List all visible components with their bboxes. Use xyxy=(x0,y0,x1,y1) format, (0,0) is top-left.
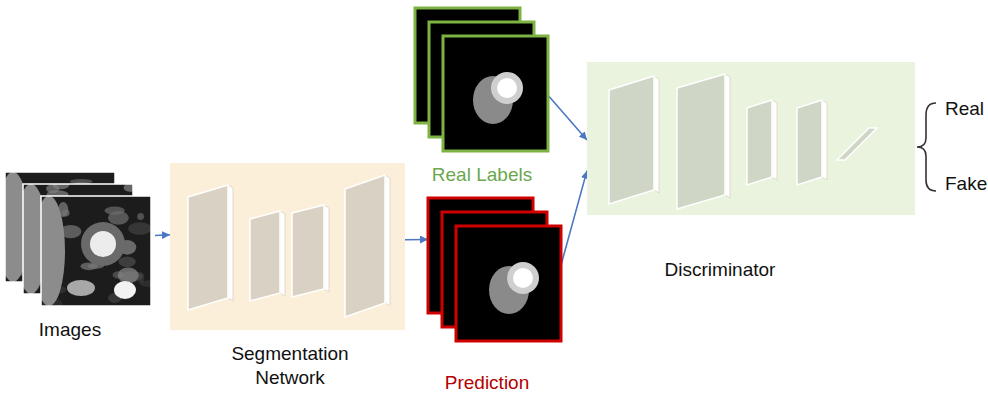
discriminator-band xyxy=(587,62,915,215)
mri-chest-wall xyxy=(41,196,65,306)
illustration xyxy=(5,172,155,307)
flow-arrow xyxy=(561,171,587,266)
mri-texture xyxy=(62,209,70,216)
mri-texture xyxy=(119,256,136,267)
mask-left-ventricle xyxy=(497,78,517,98)
mri-texture xyxy=(137,213,144,220)
network-layer xyxy=(677,74,725,209)
network-band xyxy=(170,163,405,330)
prediction-stack: Prediction xyxy=(428,198,561,395)
shape xyxy=(428,198,561,341)
mri-texture xyxy=(118,267,139,283)
label-stack: Real Labels xyxy=(415,8,548,187)
mri-texture xyxy=(46,184,59,193)
mask-frame xyxy=(443,36,548,151)
node-label: Images xyxy=(15,318,125,342)
mri-texture xyxy=(124,184,133,192)
flow-arrow xyxy=(548,95,587,140)
frame-border xyxy=(41,196,151,306)
node-label: Prediction xyxy=(412,371,562,395)
network-layer xyxy=(188,185,228,310)
network-block: Segmentation Network xyxy=(170,163,405,390)
mask-myocardium xyxy=(507,262,539,294)
mri-frame xyxy=(41,196,151,306)
node-label: Discriminator xyxy=(630,258,810,282)
mri-ventricle xyxy=(90,231,116,257)
mask-left-ventricle xyxy=(513,268,533,288)
network-layer xyxy=(292,205,324,297)
mri-texture xyxy=(140,280,151,287)
node-label: Segmentation Network xyxy=(215,342,365,390)
network-layer xyxy=(747,100,772,185)
network-layer xyxy=(345,175,385,317)
node-label: Real Labels xyxy=(407,163,557,187)
network-layer xyxy=(797,100,822,185)
output-bracket xyxy=(917,103,936,191)
illustration xyxy=(428,198,561,341)
output-label: Real xyxy=(945,97,984,121)
mri-texture xyxy=(105,207,125,215)
network-block: Discriminator xyxy=(587,62,915,282)
shape xyxy=(5,172,155,307)
image-stack: Images xyxy=(5,172,155,342)
flow-arrow xyxy=(155,234,170,236)
illustration xyxy=(587,62,915,215)
shape xyxy=(170,163,405,330)
flow-arrow xyxy=(405,239,428,241)
mri-tissue xyxy=(67,280,95,296)
shape xyxy=(587,62,915,215)
mri-aorta xyxy=(114,281,136,299)
mask-frame xyxy=(456,226,561,341)
illustration xyxy=(170,163,405,330)
mri-myocardium xyxy=(81,222,125,266)
mask-myocardium xyxy=(491,72,523,104)
network-layer xyxy=(609,76,654,204)
output-label: Fake xyxy=(945,172,987,196)
illustration xyxy=(415,8,548,151)
shape xyxy=(415,8,548,151)
mri-texture xyxy=(128,222,151,235)
network-layer xyxy=(250,211,280,301)
output-layer xyxy=(837,128,877,160)
